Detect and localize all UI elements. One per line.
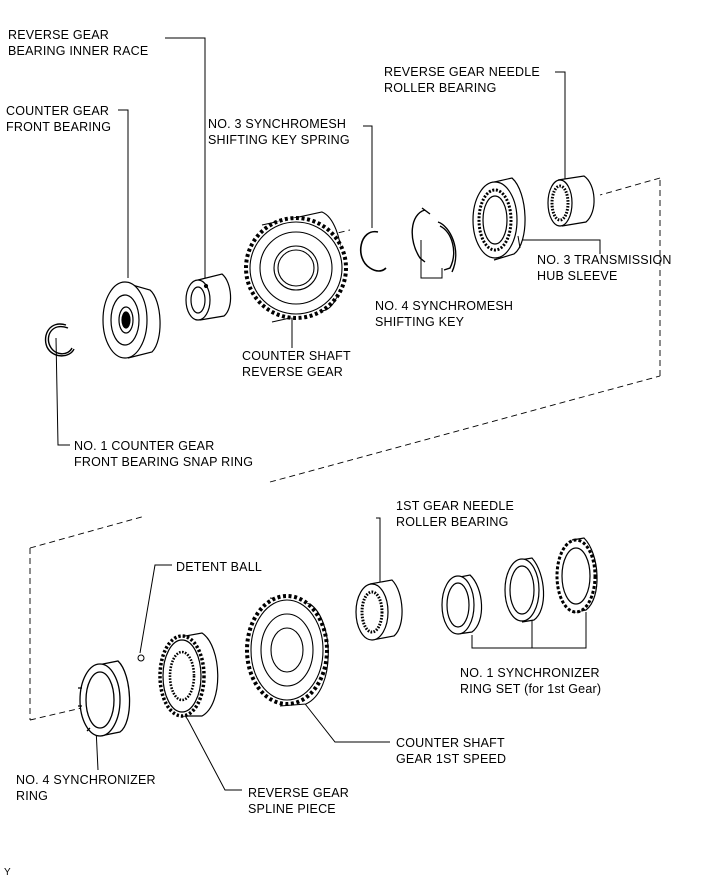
label-line: RING SET (for 1st Gear) [460, 682, 602, 696]
leader-lines [55, 37, 601, 791]
label-line: NO. 1 SYNCHRONIZER [460, 666, 600, 680]
label-counter-gear-front-bearing: COUNTER GEAR FRONT BEARING [6, 103, 111, 135]
detent-ball-part [137, 654, 145, 662]
label-line: REVERSE GEAR [8, 28, 110, 42]
figure-id: Y [4, 867, 11, 878]
label-line: DETENT BALL [176, 560, 263, 574]
label-reverse-gear-bearing-inner-race: REVERSE GEAR BEARING INNER RACE [8, 27, 148, 59]
first-speed-gear-part [245, 594, 329, 707]
label-line: ROLLER BEARING [396, 515, 509, 529]
label-no4-synchronizer-ring: NO. 4 SYNCHRONIZER RING [16, 772, 156, 804]
label-line: COUNTER SHAFT [242, 349, 351, 363]
inner-race-part [185, 273, 232, 321]
hub-sleeve-part [472, 177, 526, 261]
label-line: HUB SLEEVE [537, 269, 618, 283]
front-bearing-part [102, 281, 161, 359]
label-no1-counter-gear-front-bearing-snap-ring: NO. 1 COUNTER GEAR FRONT BEARING SNAP RI… [74, 438, 253, 470]
label-line: REVERSE GEAR NEEDLE [384, 65, 540, 79]
label-no4-synchromesh-shifting-key: NO. 4 SYNCHROMESH SHIFTING KEY [375, 298, 513, 330]
label-counter-shaft-gear-1st-speed: COUNTER SHAFT GEAR 1ST SPEED [396, 735, 506, 767]
label-line: REVERSE GEAR [242, 365, 344, 379]
key-spring-part [360, 231, 387, 272]
label-line: COUNTER GEAR [6, 104, 110, 118]
label-line: NO. 4 SYNCHROMESH [375, 299, 514, 313]
label-no3-synchromesh-shifting-key-spring: NO. 3 SYNCHROMESH SHIFTING KEY SPRING [208, 116, 350, 148]
label-1st-gear-needle-roller-bearing: 1ST GEAR NEEDLE ROLLER BEARING [396, 498, 514, 530]
label-detent-ball: DETENT BALL [176, 559, 262, 575]
reverse-gear-part [244, 211, 348, 323]
label-line: GEAR 1ST SPEED [396, 752, 507, 766]
label-line: SPLINE PIECE [248, 802, 336, 816]
first-needle-bearing-part [355, 579, 403, 641]
label-reverse-gear-needle-roller-bearing: REVERSE GEAR NEEDLE ROLLER BEARING [384, 64, 540, 96]
label-no1-synchronizer-ring-set: NO. 1 SYNCHRONIZER RING SET (for 1st Gea… [460, 665, 601, 697]
misc-marks [517, 235, 521, 249]
label-line: REVERSE GEAR [248, 786, 350, 800]
label-line: SHIFTING KEY [375, 315, 465, 329]
label-line: SHIFTING KEY SPRING [208, 133, 350, 147]
label-line: COUNTER SHAFT [396, 736, 505, 750]
label-no3-transmission-hub-sleeve: NO. 3 TRANSMISSION HUB SLEEVE [537, 252, 672, 284]
needle-bearing-part [547, 175, 595, 227]
spline-piece-part [158, 632, 219, 718]
label-line: FRONT BEARING [6, 120, 112, 134]
label-line: NO. 3 TRANSMISSION [537, 253, 672, 267]
shifting-key-part [411, 207, 457, 273]
label-line: NO. 1 COUNTER GEAR [74, 439, 215, 453]
sync-ring-set-part [441, 537, 598, 635]
label-line: NO. 3 SYNCHROMESH [208, 117, 347, 131]
label-line: BEARING INNER RACE [8, 44, 149, 58]
label-line: FRONT BEARING SNAP RING [74, 455, 254, 469]
label-line: RING [16, 789, 49, 803]
label-counter-shaft-reverse-gear: COUNTER SHAFT REVERSE GEAR [242, 348, 351, 380]
label-reverse-gear-spline-piece: REVERSE GEAR SPLINE PIECE [248, 785, 349, 817]
sync-ring-4-part [78, 660, 131, 737]
label-line: ROLLER BEARING [384, 81, 497, 95]
snap-ring-part [44, 323, 75, 357]
label-line: 1ST GEAR NEEDLE [396, 499, 515, 513]
label-line: NO. 4 SYNCHRONIZER [16, 773, 156, 787]
